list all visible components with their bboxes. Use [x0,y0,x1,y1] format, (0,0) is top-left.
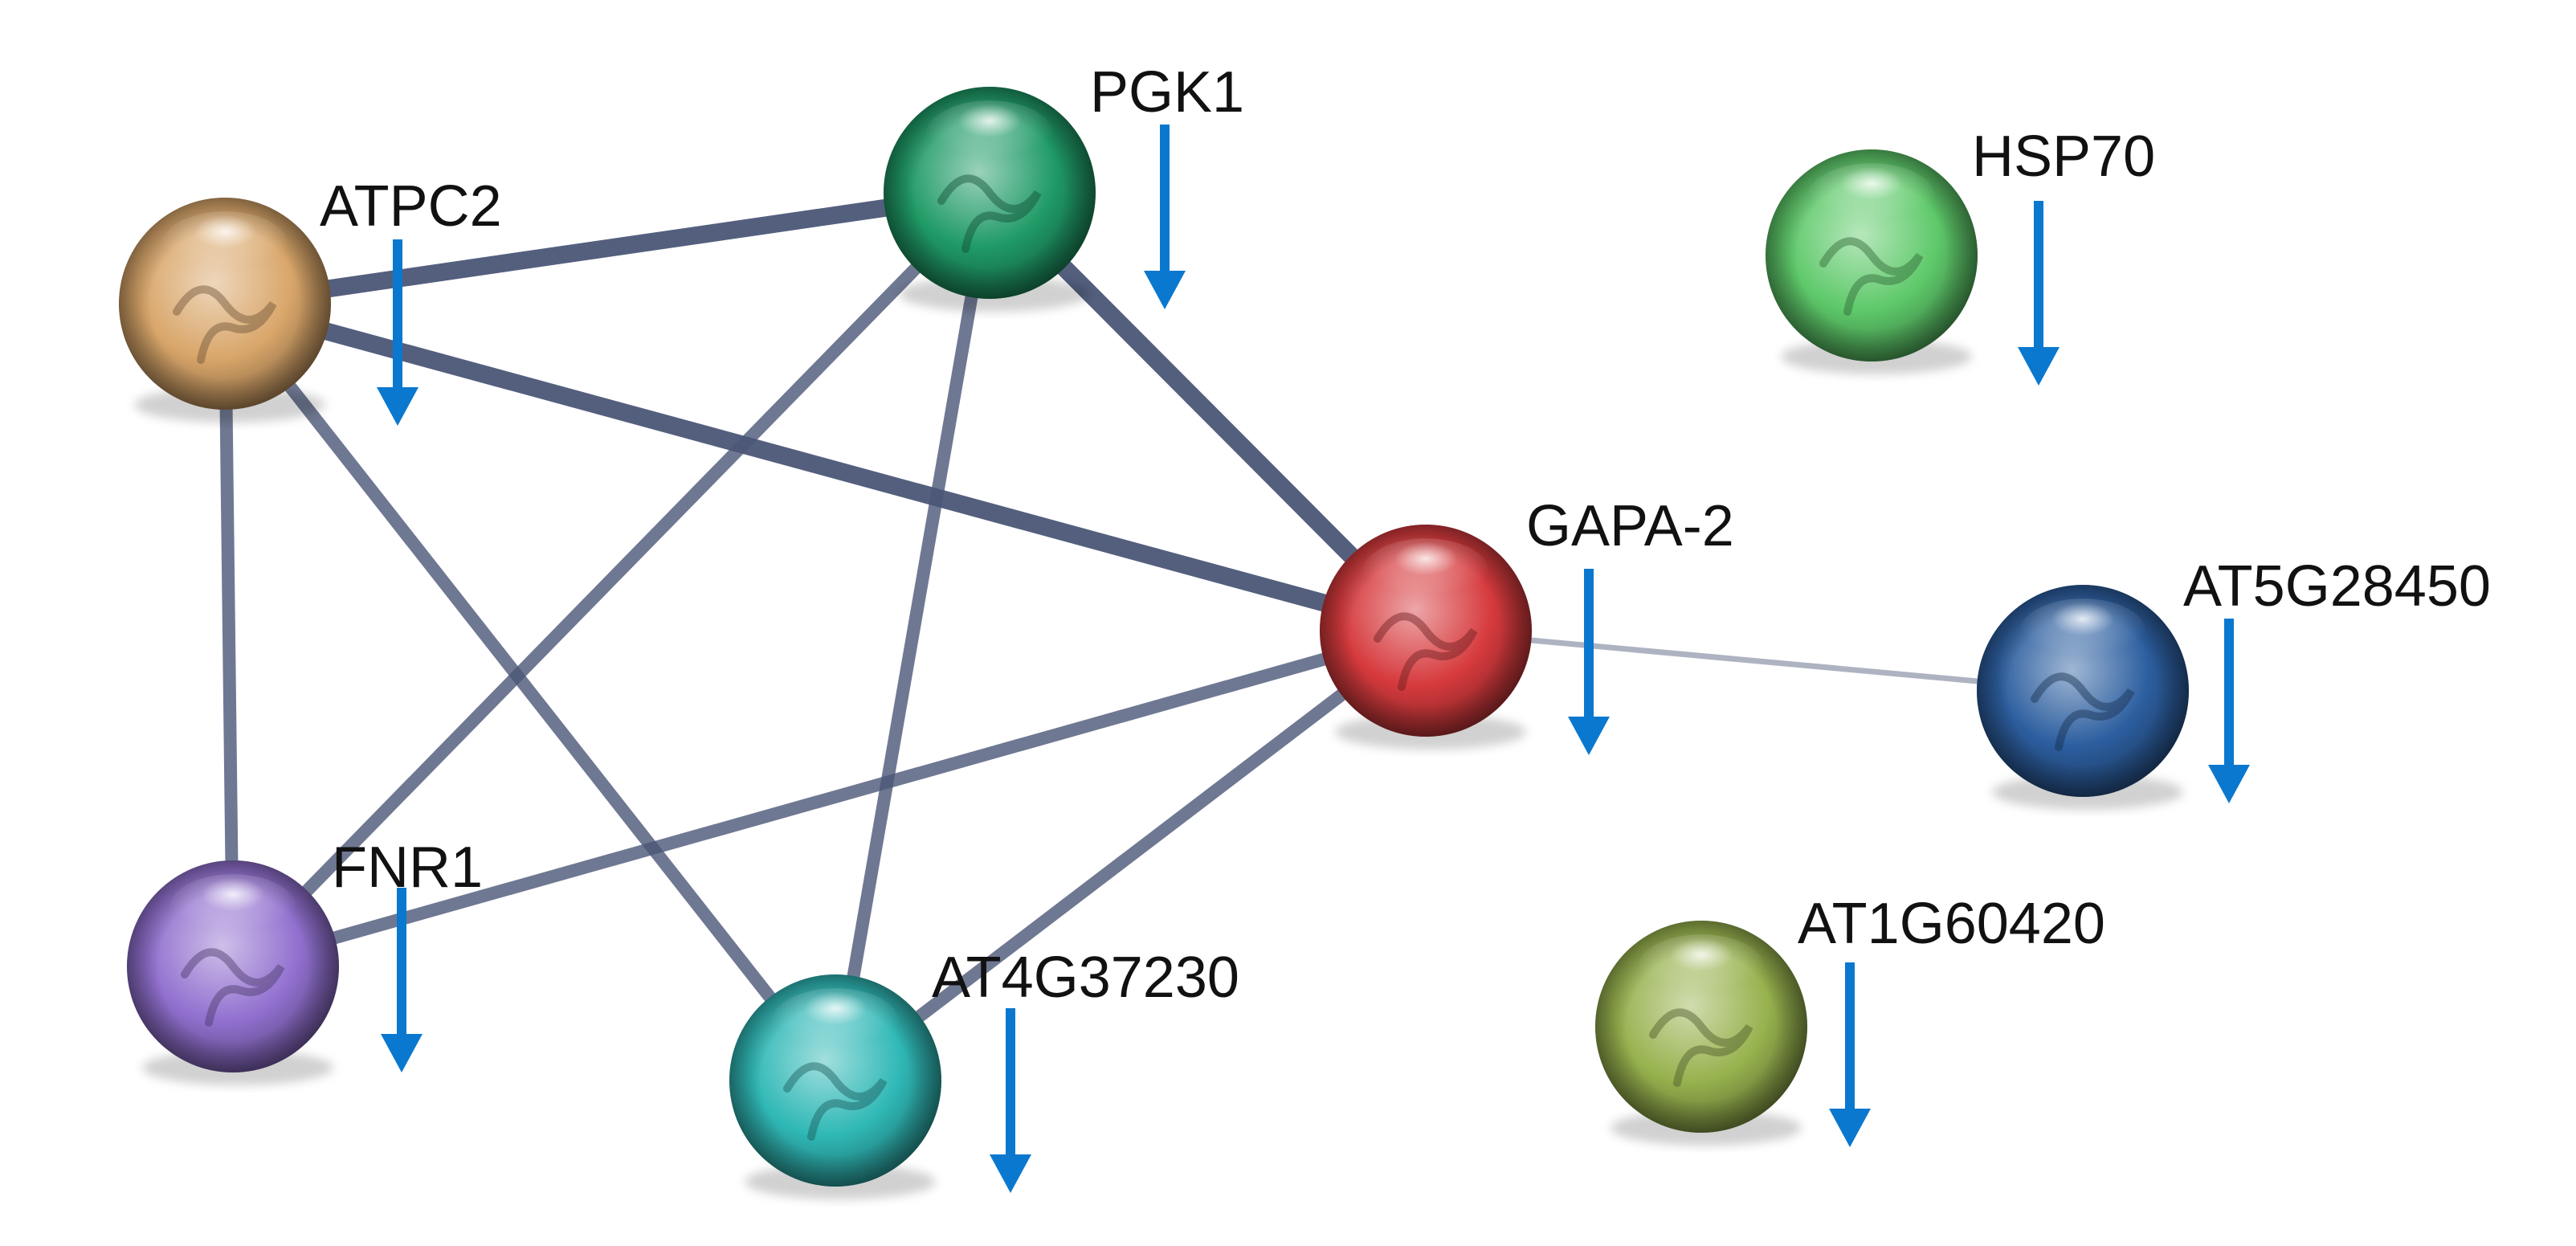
node-highlight [771,988,900,1056]
node-fnr1[interactable] [127,860,339,1085]
node-highlight [161,211,289,280]
node-highlight [2019,598,2147,667]
label-at4g37230: AT4G37230 [932,946,1239,1010]
node-highlight [925,100,1054,169]
down-arrow-icon [1144,125,1186,309]
down-arrow-icon [2208,619,2250,803]
node-highlight [169,874,297,942]
label-hsp70: HSP70 [1972,125,2155,189]
node-at4g37230[interactable] [729,974,941,1199]
down-arrow-icon [1568,569,1610,755]
down-arrow-icon [1829,962,1871,1147]
label-at5g28450: AT5G28450 [2183,554,2491,619]
node-highlight [1807,163,1936,231]
node-at1g60420[interactable] [1595,921,1807,1146]
trend-arrows [377,125,2250,1193]
node-atpc2[interactable] [119,198,331,423]
edge-atpc2-at4g37230 [218,297,842,1087]
edge-atpc2-pgk1 [216,184,998,313]
node-highlight [1637,934,1766,1003]
down-arrow-icon [377,239,418,426]
node-gapa-2[interactable] [1320,525,1532,750]
label-fnr1: FNR1 [332,835,483,900]
edge-pgk1-fnr1 [227,186,996,973]
nodes [119,87,2189,1199]
down-arrow-icon [990,1008,1031,1193]
edge-gapa-2-at5g28450 [1423,627,2086,694]
node-pgk1[interactable] [884,87,1096,312]
edge-atpc2-gapa-2 [216,295,1435,639]
label-at1g60420: AT1G60420 [1798,892,2105,956]
label-pgk1: PGK1 [1090,60,1244,125]
node-at5g28450[interactable] [1977,585,2189,810]
node-highlight [1361,538,1490,607]
down-arrow-icon [381,888,423,1072]
down-arrow-icon [2018,201,2060,386]
label-gapa-2: GAPA-2 [1526,494,1734,558]
edge-pgk1-at4g37230 [829,186,996,1087]
edge-gapa-2-at4g37230 [829,624,1432,1087]
label-atpc2: ATPC2 [320,174,502,239]
node-hsp70[interactable] [1766,149,1978,374]
edge-gapa-2-fnr1 [227,624,1432,973]
